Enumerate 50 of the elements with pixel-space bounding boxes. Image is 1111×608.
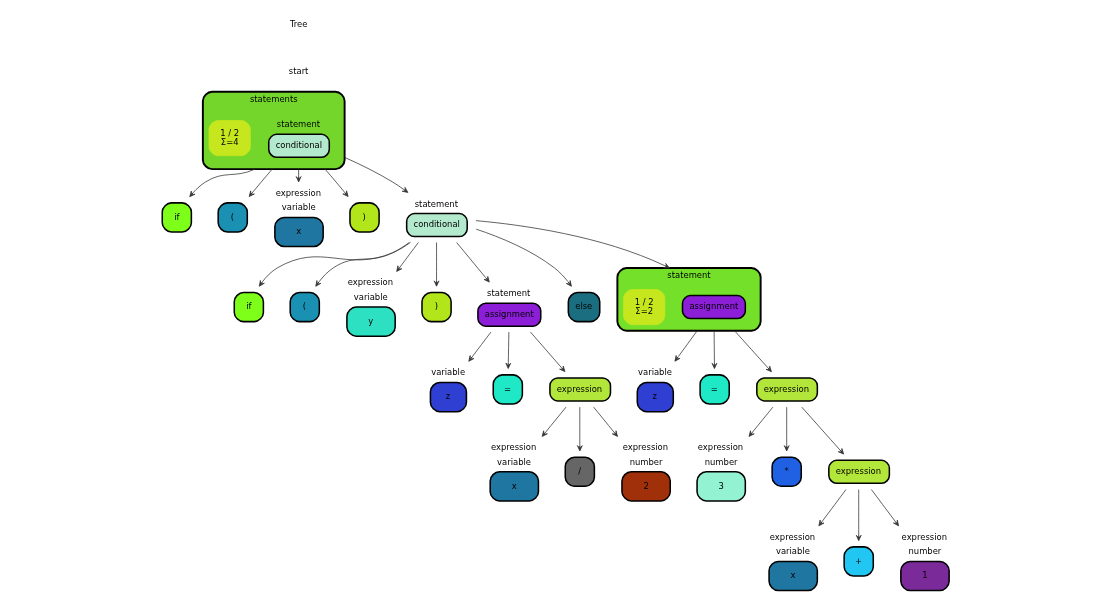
arrow [248, 168, 273, 197]
node-label: variable [281, 202, 316, 213]
arrow [433, 242, 440, 287]
node-label: number [629, 456, 663, 467]
node-label: variable [497, 456, 531, 467]
node-label: expression [275, 187, 321, 198]
arrow [468, 331, 492, 362]
label: start [288, 65, 309, 76]
node-label: number [908, 546, 942, 557]
arrow [748, 406, 774, 437]
node-label: variable [775, 546, 810, 557]
arrow [324, 168, 349, 197]
node-box: 1 / 2 Σ=2 [623, 289, 666, 326]
arrow [456, 242, 490, 283]
arrow [530, 331, 566, 372]
arrow [505, 331, 512, 369]
node-label: expression [697, 442, 744, 453]
node-label: variable [431, 367, 466, 378]
arrow [396, 242, 419, 272]
arrow [295, 168, 302, 183]
node-label: statement [414, 198, 458, 209]
arrow [593, 406, 618, 437]
node-label: statement [276, 119, 321, 130]
label: Tree [289, 19, 308, 30]
arrow [818, 489, 847, 527]
node-label: variable [353, 292, 388, 303]
node-label: number [704, 456, 738, 467]
arrow [475, 228, 572, 287]
arrow [674, 330, 698, 362]
arrow [711, 330, 718, 369]
arrow [734, 330, 772, 373]
node-label: expression [347, 277, 394, 288]
node-label: expression [901, 531, 947, 542]
node-label: expression [490, 442, 537, 453]
node-label: expression [622, 442, 669, 453]
arrow [475, 220, 670, 269]
arrow [577, 406, 583, 452]
arrow [855, 489, 862, 542]
node-label: expression [769, 531, 816, 542]
arrow [541, 406, 567, 437]
node-label: variable [638, 367, 672, 378]
arrow [189, 168, 256, 198]
node-label: statement [487, 288, 531, 299]
arrow [258, 241, 411, 287]
arrow [344, 157, 409, 193]
node-box: 1 / 2 Σ=4 [208, 120, 251, 157]
arrow [315, 242, 410, 287]
arrow [801, 406, 845, 455]
arrow [783, 406, 790, 452]
arrow [871, 489, 899, 527]
